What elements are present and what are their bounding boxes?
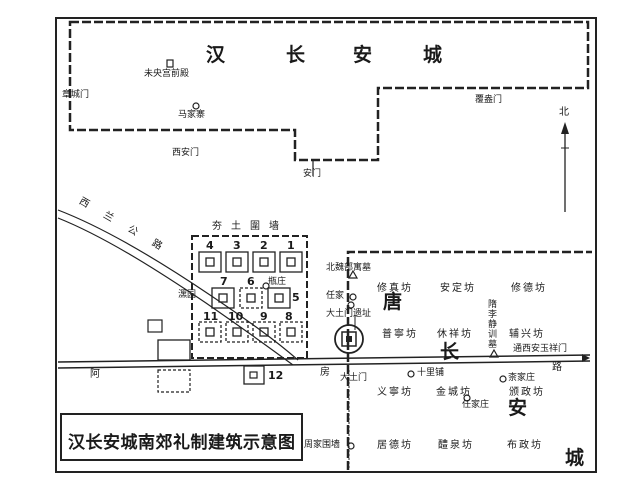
tang-city-char-1: 唐 [383, 291, 403, 313]
ward-yining: 义寧坊 [377, 387, 413, 398]
renjia-label: 任家 [326, 291, 345, 301]
site-markers [166, 59, 507, 450]
map-frame [55, 17, 597, 473]
building-number-8: 8 [285, 310, 293, 323]
rammed-earth-enclosure [191, 235, 308, 359]
building-number-3: 3 [233, 239, 241, 252]
weiguo-label: 潶园 [178, 290, 197, 300]
xian-gate-label: 西安门 [172, 148, 200, 158]
road-char-fang: 房 [320, 367, 330, 378]
han-city-char-3: 安 [353, 44, 373, 66]
zhoujiawan-label: 周家围墙 [304, 440, 341, 450]
building-number-1: 1 [287, 239, 295, 252]
outline-block-a [157, 339, 191, 361]
road-char-a: 阿 [90, 369, 100, 380]
xilan-road-line-b [57, 217, 294, 366]
ward-jude: 居德坊 [377, 440, 413, 451]
building-row-top [198, 251, 303, 273]
weiyang-palace-label: 未央宫前殿 [144, 69, 190, 79]
building-number-4: 4 [206, 239, 214, 252]
datumen-ruins-label: 大土门遗址 [326, 309, 372, 319]
tang-city-wall [346, 250, 592, 470]
road-to-xian-label: 通西安玉祥门 [513, 344, 568, 354]
xilan-road-line-a [57, 209, 299, 361]
qianjiazhuang-label: 柰家庄 [508, 373, 536, 383]
building-number-11: 11 [203, 310, 219, 323]
ward-fuxing: 辅兴坊 [509, 329, 545, 340]
building-number-7: 7 [220, 275, 228, 288]
road-upper-line [57, 354, 591, 363]
lingzhuang-label: 瓶庄 [268, 277, 287, 287]
datumen-label: 大土门 [340, 373, 368, 383]
title-box [60, 413, 303, 461]
north-label: 北 [559, 107, 569, 118]
shilipu-label: 十里铺 [417, 368, 445, 378]
han-city-char-4: 城 [423, 44, 443, 66]
building-row-bottom [198, 321, 303, 343]
an-gate-label: 安门 [303, 169, 322, 179]
north-arrow-head [561, 122, 569, 134]
renjiazhuang-label: 任家庄 [462, 400, 490, 410]
building-number-5: 5 [292, 291, 300, 304]
tang-city-char-2: 长 [440, 341, 460, 363]
road-char-lu: 路 [552, 362, 562, 373]
majiazhai-label: 马家寨 [178, 110, 206, 120]
enclosure-label: 夯土圍墙 [212, 221, 288, 232]
han-city-wall [68, 20, 590, 162]
fuang-gate-label: 覆盎门 [475, 95, 503, 105]
ward-puning: 普寧坊 [382, 329, 418, 340]
beiwei-tomb-label: 北魏部寓墓 [326, 263, 372, 273]
ward-buzheng: 布政坊 [507, 440, 543, 451]
building-number-12: 12 [268, 369, 284, 382]
tang-city-char-4: 城 [565, 447, 585, 469]
building-number-9: 9 [260, 310, 268, 323]
ward-anding: 安定坊 [440, 283, 476, 294]
han-city-char-1: 汉 [206, 44, 226, 66]
building-number-2: 2 [260, 239, 268, 252]
sui-tomb-label: 隋李静训墓 [488, 300, 498, 350]
ward-xiuxiang: 休祥坊 [437, 329, 473, 340]
ward-xiuzhen: 修真坊 [377, 283, 413, 294]
outline-block-b [157, 369, 191, 393]
building-number-6: 6 [247, 275, 255, 288]
outline-block-c [147, 319, 163, 333]
han-city-char-2: 长 [286, 44, 306, 66]
ward-jincheng: 金城坊 [436, 387, 472, 398]
map-title: 汉长安城南郊礼制建筑示意图 [68, 433, 296, 453]
ward-xiude: 修德坊 [511, 283, 547, 294]
ward-liquan: 醴泉坊 [438, 440, 474, 451]
building-12 [243, 365, 265, 385]
building-row-middle [211, 287, 291, 309]
building-number-10: 10 [228, 310, 244, 323]
road-lower-line [57, 360, 591, 369]
zhangcheng-gate-label: 章城门 [62, 90, 90, 100]
datumen-ruins-circle [334, 324, 364, 354]
tang-city-char-3: 安 [508, 397, 528, 419]
ward-bazheng: 颁政坊 [509, 387, 545, 398]
